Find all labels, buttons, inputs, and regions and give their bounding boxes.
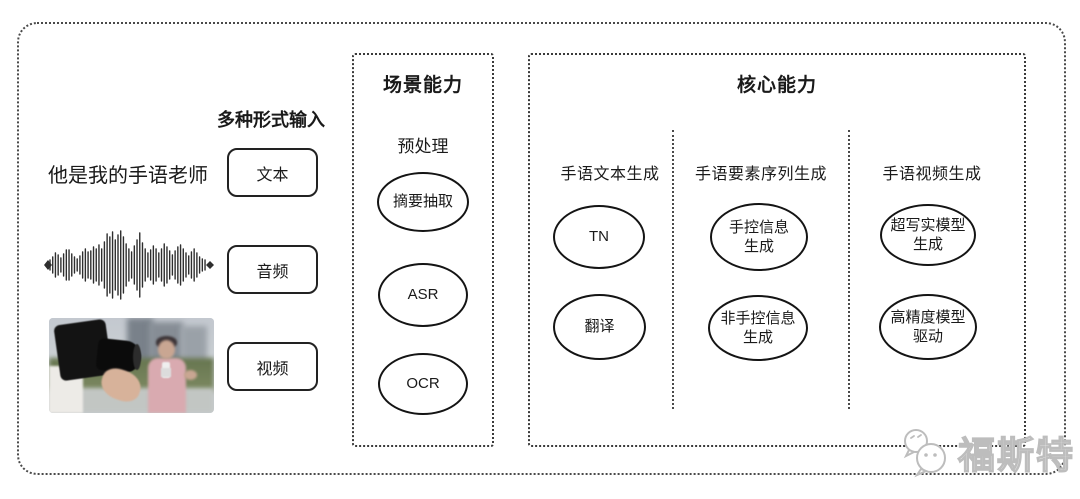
node-label: 生成 bbox=[742, 329, 773, 346]
input-box-video: 视频 bbox=[227, 342, 318, 391]
node-translation: 翻译 bbox=[553, 294, 646, 360]
audio-waveform-icon bbox=[44, 230, 214, 300]
node-nonmanual-info-generation: 非手控信息 生成 bbox=[708, 295, 808, 361]
node-label: 生成 bbox=[743, 238, 774, 255]
node-summary-extraction: 摘要抽取 bbox=[377, 172, 469, 232]
node-label: 高精度模型 bbox=[890, 308, 966, 326]
input-box-audio: 音频 bbox=[227, 245, 318, 294]
photo-microphone-flag bbox=[161, 368, 171, 377]
core-capability-title: 核心能力 bbox=[736, 75, 817, 96]
node-ocr: OCR bbox=[378, 353, 468, 415]
node-label: 生成 bbox=[912, 236, 943, 253]
node-hyperrealistic-model-generation: 超写实模型 生成 bbox=[880, 204, 976, 266]
scene-capability-title: 场景能力 bbox=[382, 75, 463, 96]
node-label: 非手控信息 bbox=[720, 309, 796, 327]
photo-building bbox=[181, 326, 207, 364]
node-label: 手控信息 bbox=[728, 218, 789, 236]
node-label: OCR bbox=[406, 375, 440, 393]
column-divider bbox=[672, 130, 674, 409]
column-header-element-sequence: 手语要素序列生成 bbox=[694, 166, 827, 183]
sample-sentence-text: 他是我的手语老师 bbox=[48, 165, 208, 187]
node-label: 翻译 bbox=[584, 318, 615, 336]
node-label: 摘要抽取 bbox=[392, 193, 453, 211]
node-high-precision-model-driving: 高精度模型 驱动 bbox=[879, 294, 977, 360]
node-tn: TN bbox=[553, 205, 645, 269]
outer-dotted-frame bbox=[17, 22, 1066, 475]
video-thumbnail bbox=[49, 318, 214, 413]
node-label: 驱动 bbox=[912, 328, 943, 345]
column-header-text-generation: 手语文本生成 bbox=[560, 166, 660, 183]
input-box-text: 文本 bbox=[227, 148, 318, 197]
node-label: ASR bbox=[407, 286, 439, 304]
node-asr: ASR bbox=[378, 263, 468, 327]
wechat-icon bbox=[903, 429, 946, 478]
photo-camera-lens-ring bbox=[133, 344, 141, 370]
watermark: 福斯特 bbox=[898, 424, 1075, 480]
input-section-header: 多种形式输入 bbox=[217, 110, 325, 130]
column-divider bbox=[848, 130, 850, 409]
preprocessing-label: 预处理 bbox=[397, 137, 449, 156]
photo-reporter-hand bbox=[184, 370, 197, 380]
node-label: TN bbox=[589, 228, 609, 246]
photo-reporter-face bbox=[158, 340, 175, 359]
node-label: 超写实模型 bbox=[890, 216, 966, 234]
column-header-video-generation: 手语视频生成 bbox=[882, 166, 982, 183]
watermark-text: 福斯特 bbox=[957, 434, 1075, 476]
node-manual-info-generation: 手控信息 生成 bbox=[710, 203, 808, 271]
